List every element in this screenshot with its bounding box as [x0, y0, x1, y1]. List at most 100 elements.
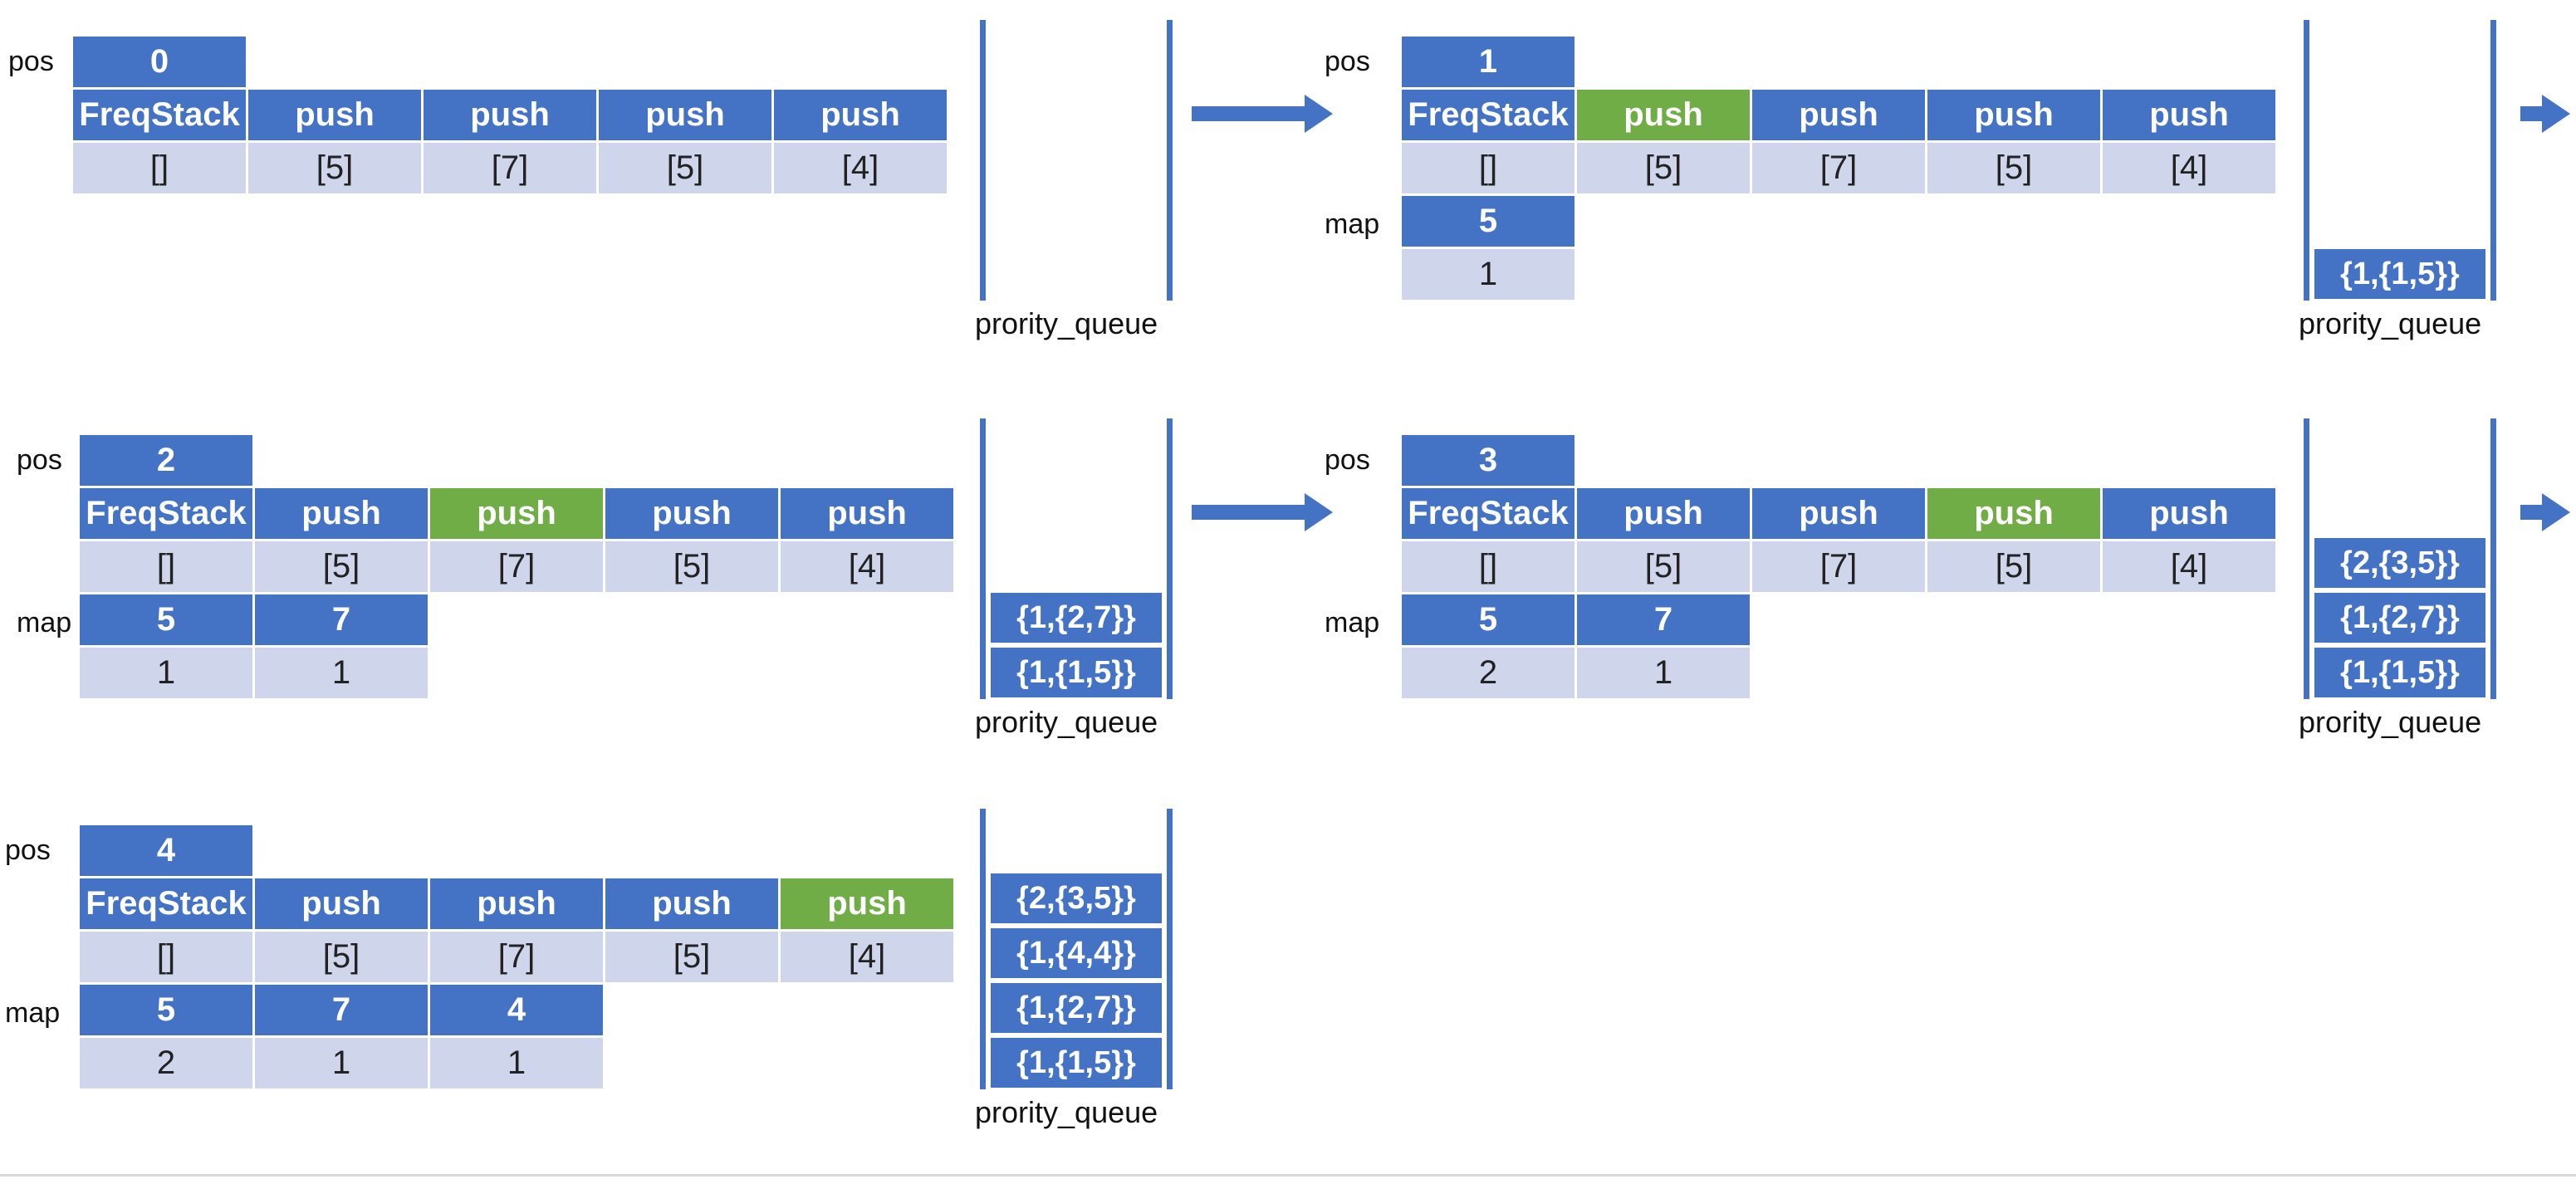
- map-key: 7: [255, 594, 428, 645]
- operation-cell: push: [605, 878, 778, 929]
- argument-cell: [4]: [2103, 143, 2275, 193]
- queue-left-wall: [980, 418, 986, 699]
- argument-cell: [5]: [255, 932, 428, 982]
- pos-value: 0: [73, 37, 246, 87]
- arrow-right-icon: [2520, 95, 2570, 133]
- pos-label: pos: [1325, 46, 1370, 77]
- operation-cell: push: [1752, 488, 1925, 539]
- map-count: 1: [430, 1038, 603, 1088]
- bottom-divider: [0, 1174, 2576, 1177]
- argument-cell: []: [80, 932, 252, 982]
- queue-left-wall: [2304, 20, 2309, 301]
- queue-label: prority_queue: [975, 1095, 1158, 1129]
- queue-item: {1,{2,7}}: [991, 983, 1162, 1033]
- queue-item: {1,{1,5}}: [991, 1038, 1162, 1088]
- argument-cell: [4]: [781, 541, 953, 592]
- operation-cell: push: [774, 90, 947, 140]
- arrow-right-icon: [1192, 95, 1333, 133]
- queue-item: {1,{4,4}}: [991, 928, 1162, 978]
- operation-cell: FreqStack: [80, 488, 252, 539]
- argument-cell: []: [80, 541, 252, 592]
- operation-cell: push: [599, 90, 771, 140]
- operation-cell: FreqStack: [73, 90, 246, 140]
- argument-cell: [7]: [430, 541, 603, 592]
- argument-cell: []: [1402, 143, 1574, 193]
- operation-cell: push: [1927, 488, 2100, 539]
- map-label: map: [1325, 208, 1380, 240]
- map-label: map: [1325, 607, 1380, 638]
- operation-cell: push: [605, 488, 778, 539]
- queue-label: prority_queue: [2299, 705, 2482, 739]
- argument-cell: [5]: [605, 932, 778, 982]
- map-count: 2: [1402, 648, 1574, 698]
- map-label: map: [5, 997, 61, 1029]
- pos-value: 4: [80, 825, 252, 876]
- arrow-right-icon: [1192, 493, 1333, 531]
- argument-cell: [5]: [248, 143, 421, 193]
- queue-item: {2,{3,5}}: [991, 873, 1162, 923]
- argument-cell: [4]: [774, 143, 947, 193]
- queue-item: {1,{1,5}}: [2314, 648, 2485, 697]
- argument-cell: []: [73, 143, 246, 193]
- pos-value: 2: [80, 435, 252, 486]
- queue-item: {1,{1,5}}: [991, 648, 1162, 697]
- operation-cell: push: [781, 878, 953, 929]
- queue-item: {1,{1,5}}: [2314, 249, 2485, 299]
- arrow-right-icon: [2520, 493, 2570, 531]
- operation-cell: push: [255, 878, 428, 929]
- map-label: map: [17, 607, 72, 638]
- queue-left-wall: [980, 20, 986, 301]
- argument-cell: [5]: [1927, 541, 2100, 592]
- queue-right-wall: [2490, 20, 2496, 301]
- argument-cell: [5]: [255, 541, 428, 592]
- argument-cell: [7]: [424, 143, 596, 193]
- argument-cell: []: [1402, 541, 1574, 592]
- operation-cell: push: [1927, 90, 2100, 140]
- operation-cell: FreqStack: [1402, 90, 1574, 140]
- operation-cell: push: [430, 488, 603, 539]
- map-count: 1: [255, 648, 428, 698]
- queue-label: prority_queue: [2299, 306, 2482, 340]
- argument-cell: [7]: [1752, 143, 1925, 193]
- argument-cell: [5]: [605, 541, 778, 592]
- map-key: 5: [1402, 196, 1574, 247]
- queue-right-wall: [1167, 20, 1173, 301]
- queue-left-wall: [2304, 418, 2309, 699]
- queue-right-wall: [1167, 809, 1173, 1089]
- operation-cell: FreqStack: [80, 878, 252, 929]
- map-key: 5: [80, 594, 252, 645]
- operation-cell: push: [255, 488, 428, 539]
- operation-cell: push: [1577, 90, 1750, 140]
- argument-cell: [5]: [1927, 143, 2100, 193]
- argument-cell: [7]: [1752, 541, 1925, 592]
- argument-cell: [5]: [1577, 541, 1750, 592]
- operation-cell: push: [781, 488, 953, 539]
- queue-item: {1,{2,7}}: [2314, 593, 2485, 643]
- pos-label: pos: [1325, 444, 1370, 476]
- argument-cell: [7]: [430, 932, 603, 982]
- queue-item: {1,{2,7}}: [991, 593, 1162, 643]
- map-key: 5: [80, 985, 252, 1035]
- pos-label: pos: [17, 444, 62, 476]
- queue-right-wall: [1167, 418, 1173, 699]
- operation-cell: push: [430, 878, 603, 929]
- queue-right-wall: [2490, 418, 2496, 699]
- map-count: 2: [80, 1038, 252, 1088]
- operation-cell: FreqStack: [1402, 488, 1574, 539]
- operation-cell: push: [2103, 90, 2275, 140]
- map-key: 7: [1577, 594, 1750, 645]
- operation-cell: push: [424, 90, 596, 140]
- operation-cell: push: [1752, 90, 1925, 140]
- pos-label: pos: [5, 834, 51, 866]
- map-key: 5: [1402, 594, 1574, 645]
- pos-value: 1: [1402, 37, 1574, 87]
- argument-cell: [5]: [1577, 143, 1750, 193]
- operation-cell: push: [248, 90, 421, 140]
- queue-label: prority_queue: [975, 306, 1158, 340]
- pos-label: pos: [8, 46, 54, 77]
- queue-label: prority_queue: [975, 705, 1158, 739]
- argument-cell: [4]: [2103, 541, 2275, 592]
- operation-cell: push: [1577, 488, 1750, 539]
- argument-cell: [4]: [781, 932, 953, 982]
- queue-item: {2,{3,5}}: [2314, 538, 2485, 588]
